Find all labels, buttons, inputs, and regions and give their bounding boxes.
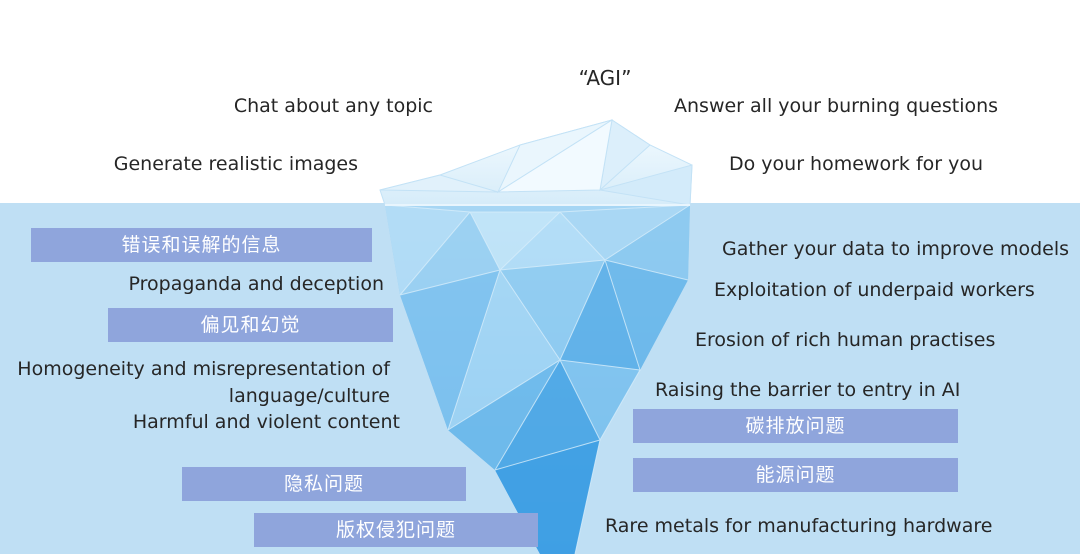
chat-label: Chat about any topic <box>233 95 433 117</box>
misinformation-tag: 错误和误解的信息 <box>31 228 372 262</box>
answer-label: Answer all your burning questions <box>674 95 999 117</box>
propaganda-label: Propaganda and deception <box>128 273 384 295</box>
exploitation-label: Exploitation of underpaid workers <box>714 279 1035 301</box>
homogeneity-label-line1: Homogeneity and misrepresentation of <box>17 358 390 380</box>
iceberg-body <box>384 204 691 554</box>
agi-label: “AGI” <box>578 66 632 90</box>
rare-metals-label: Rare metals for manufacturing hardware <box>605 515 993 537</box>
iceberg-tip <box>379 118 693 206</box>
copyright-tag: 版权侵犯问题 <box>254 513 538 547</box>
carbon-tag: 碳排放问题 <box>633 409 958 443</box>
images-label: Generate realistic images <box>113 153 358 175</box>
homework-label: Do your homework for you <box>729 153 984 175</box>
bias-tag: 偏见和幻觉 <box>108 308 393 342</box>
energy-tag: 能源问题 <box>633 458 958 492</box>
erosion-label: Erosion of rich human practises <box>695 329 996 351</box>
barrier-label: Raising the barrier to entry in AI <box>655 379 961 401</box>
privacy-tag: 隐私问题 <box>182 467 466 501</box>
homogeneity-label-line2: language/culture <box>228 385 390 407</box>
harmful-label: Harmful and violent content <box>132 411 400 433</box>
gather-data-label: Gather your data to improve models <box>722 238 1070 260</box>
